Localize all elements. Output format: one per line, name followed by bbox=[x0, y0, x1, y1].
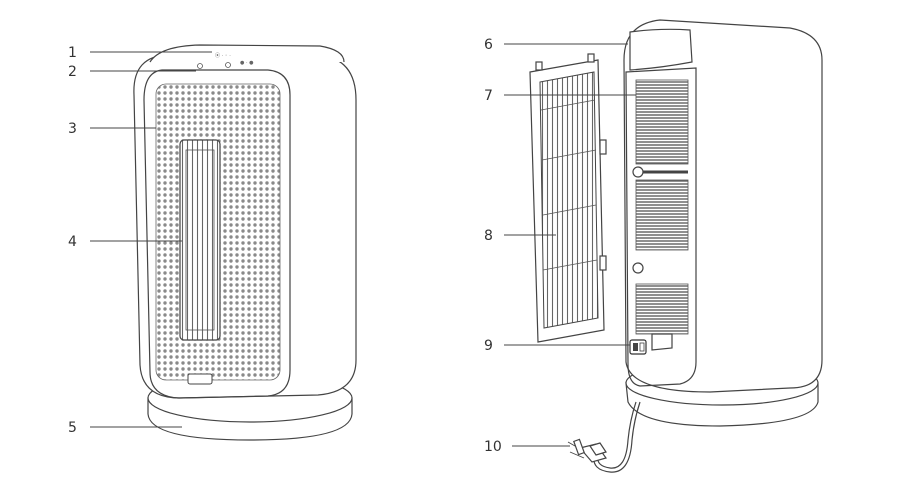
rear-grille-middle bbox=[635, 179, 689, 251]
rear-grille-upper bbox=[635, 79, 689, 165]
top-control-panel bbox=[149, 44, 345, 63]
rear-grille-lower bbox=[635, 283, 689, 335]
power-plug bbox=[567, 438, 607, 463]
callout-7: 7 bbox=[484, 88, 493, 104]
power-cord bbox=[597, 401, 637, 469]
heating-element bbox=[179, 139, 221, 341]
callout-8: 8 bbox=[484, 228, 493, 244]
callout-labels: 1 2 3 4 5 6 7 8 9 10 bbox=[68, 37, 502, 455]
filter-mesh bbox=[539, 71, 599, 329]
callout-10: 10 bbox=[484, 439, 502, 455]
callout-4: 4 bbox=[68, 234, 77, 250]
control-buttons: ⦿ · ◦ · ● · ● bbox=[197, 53, 254, 69]
removable-filter bbox=[529, 53, 607, 343]
svg-text:⦿ · ◦ ·: ⦿ · ◦ · bbox=[215, 53, 231, 59]
rear-panel bbox=[625, 67, 697, 387]
svg-text:● · ●: ● · ● bbox=[240, 60, 254, 66]
front-frame bbox=[143, 69, 291, 399]
callout-6: 6 bbox=[484, 37, 493, 53]
front-heater: ⦿ · ◦ · ● · ● bbox=[133, 44, 357, 441]
leader-lines bbox=[90, 43, 636, 447]
callout-2: 2 bbox=[68, 64, 77, 80]
logo-plate bbox=[187, 373, 213, 385]
callout-3: 3 bbox=[68, 121, 77, 137]
callout-1: 1 bbox=[68, 45, 77, 61]
top-handle bbox=[629, 28, 693, 71]
callout-9: 9 bbox=[484, 338, 493, 354]
callout-5: 5 bbox=[68, 420, 77, 436]
rear-heater bbox=[567, 19, 823, 473]
